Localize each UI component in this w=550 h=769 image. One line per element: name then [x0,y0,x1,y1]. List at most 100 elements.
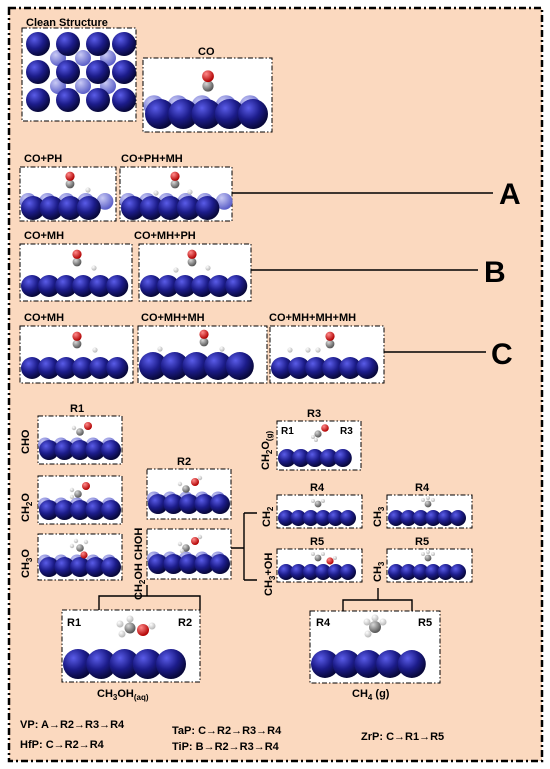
metal-atom [112,60,136,84]
metal-atom [58,196,83,220]
hydrogen-atom [219,346,225,352]
carbon-atom [202,80,214,92]
hydrogen-atom [71,425,77,431]
metal-atom [85,557,106,577]
hydrogen-atom [153,190,159,196]
metal-atom [208,275,231,297]
metal-atom [160,352,189,380]
metal-atom [39,196,64,220]
metal-atom [176,196,201,220]
path-b-label: B [484,256,506,289]
cho-image [37,415,123,465]
metal-atom [70,557,90,577]
hydrogen-atom [126,615,134,623]
oxygen-atom [84,422,92,430]
hydrogen-atom [197,475,203,481]
hydrogen-atom [69,494,75,500]
oxygen-atom [191,537,199,545]
label-choh-ch2oh: CH2OH CHOH [133,528,147,600]
metal-atom [148,554,168,574]
co-mh-mh-image [137,325,268,384]
oxygen-atom [72,249,82,259]
metal-atom [139,196,164,220]
oxygen-atom [199,329,209,339]
metal-atom [400,510,417,526]
metal-atom [72,275,95,297]
metal-atom [278,449,296,467]
oxygen-atom [321,424,329,432]
carbon-atom [76,428,84,436]
hydrogen-atom [69,487,75,493]
label-r5-b: R5 [415,536,429,548]
metal-atom [319,449,338,467]
route-zrp: ZrP: C→R1→R5 [361,731,444,743]
label-co-mh-ph: CO+MH+PH [134,230,196,242]
metal-atom [70,440,90,460]
metal-atom [425,510,442,526]
metal-atom [163,554,184,574]
metal-atom [21,196,45,220]
hydrogen-atom [187,189,193,195]
label-ch3o: CH3O [20,549,34,578]
oxygen-atom [82,482,90,490]
metal-atom [388,564,404,580]
ch3-oh-image [276,548,363,583]
metal-atom [210,554,230,574]
metal-atom [182,352,211,380]
hydrogen-atom [118,630,126,638]
connector-bottom-left [98,595,201,610]
label-r1-meoh: R1 [67,617,81,629]
metal-atom [388,510,404,526]
connector-right-bracket [231,512,257,581]
metal-atom [174,275,197,297]
hydrogen-atom [311,435,315,439]
metal-atom [302,564,319,580]
ch2o-gas-image [276,420,362,471]
hydrogen-atom [314,438,318,442]
carbon-atom [72,339,82,349]
hydrogen-atom [177,481,183,487]
metal-atom [148,494,168,514]
metal-atom [85,500,106,520]
oxygen-atom [80,551,88,559]
phosphorus-atom [96,193,114,210]
metal-atom [86,60,110,84]
metal-atom [54,557,75,577]
metal-atom [26,60,50,84]
carbon-atom [124,622,136,634]
label-r1-inner: R1 [281,426,294,437]
metal-atom [195,196,220,220]
hydrogen-atom [364,630,372,638]
hydrogen-atom [177,541,183,547]
metal-atom [39,500,59,520]
hydrogen-atom [426,550,430,554]
metal-atom [238,99,268,129]
hydrogen-atom [321,552,325,556]
metal-atom [140,275,162,297]
ch3oh-aq-image [61,609,201,683]
label-ch3-a: CH3 [372,506,386,527]
label-co-mh-mh: CO+MH+MH [141,312,205,324]
carbon-atom [325,339,335,349]
metal-atom [89,275,112,297]
hydrogen-atom [421,498,425,502]
metal-atom [327,564,344,580]
metal-atom [210,494,230,514]
ch2o-image [37,475,123,525]
carbon-atom [74,490,82,498]
carbon-atom [76,544,84,552]
metal-atom [112,88,136,112]
carbon-atom [182,544,190,552]
metal-atom [76,196,101,220]
metal-atom [333,449,352,467]
metal-atom [302,510,319,526]
hydrogen-atom [431,498,435,502]
metal-atom [191,275,214,297]
label-r4-a: R4 [310,482,325,494]
ch3o-image [37,533,123,581]
metal-atom [145,99,175,129]
metal-atom [26,88,50,112]
metal-atom [163,494,184,514]
hydrogen-atom [69,543,75,549]
